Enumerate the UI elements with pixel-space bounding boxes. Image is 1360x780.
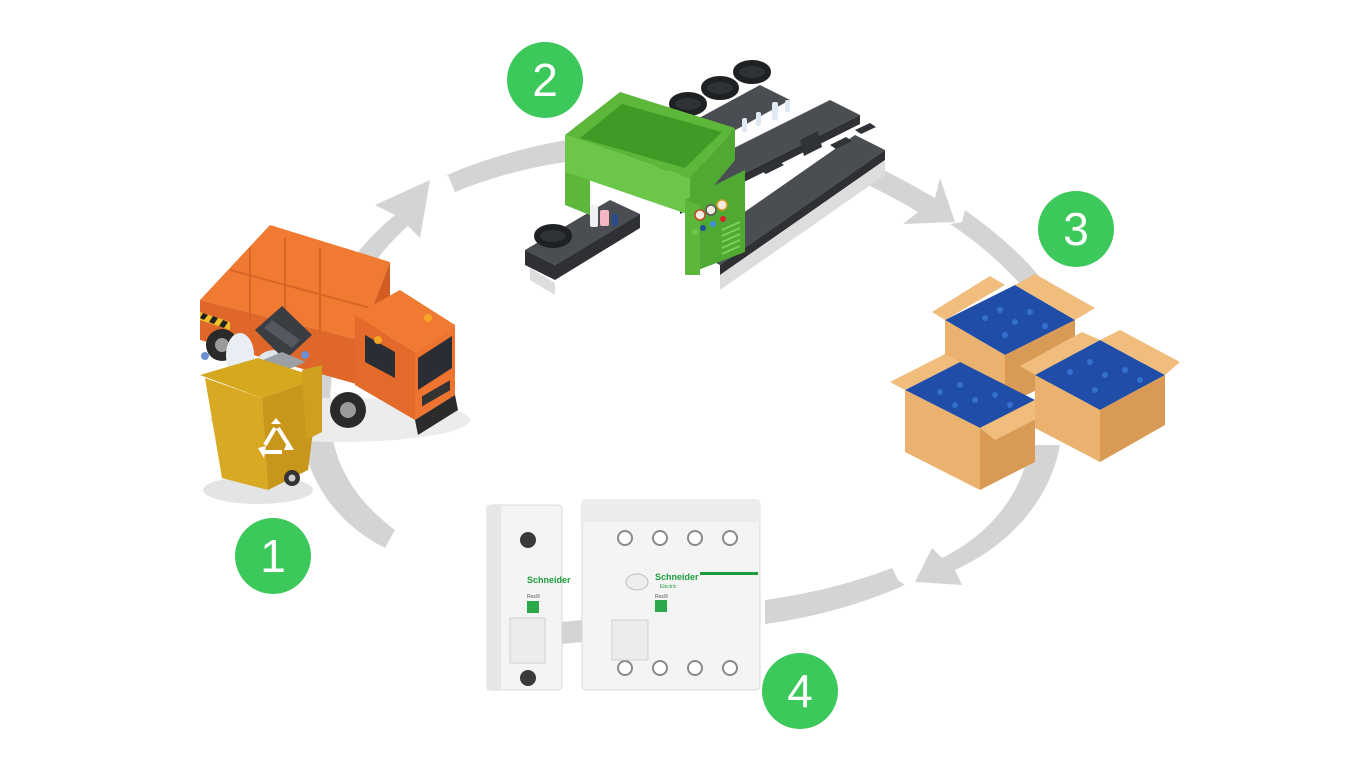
recycle-symbol-icon xyxy=(258,418,294,458)
pellet-boxes-icon xyxy=(890,274,1180,490)
step-badge-1: 1 xyxy=(235,518,311,594)
range-label-small: Resi9 xyxy=(527,594,540,600)
step-number-1: 1 xyxy=(260,530,286,582)
arrow-3-to-4-lower xyxy=(765,568,905,624)
arrow-1-to-2 xyxy=(300,180,430,548)
step-number-3: 3 xyxy=(1063,203,1089,255)
step-badge-2: 2 xyxy=(507,42,583,118)
single-pole-breaker-icon: Schneider Resi9 xyxy=(486,504,571,691)
arrow-2-to-3-lower xyxy=(950,210,1050,290)
brand-sub-label: Electric xyxy=(660,584,677,590)
recycle-bin-icon xyxy=(200,306,322,504)
range-label-large: Resi9 xyxy=(655,594,668,600)
arrow-3-to-4 xyxy=(915,445,1060,585)
brand-label-small: Schneider xyxy=(527,575,571,585)
step-3-illustration xyxy=(890,274,1180,490)
step-4-illustration: Schneider Resi9 Schneider Electric Resi9 xyxy=(486,499,761,691)
brand-label-large: Schneider xyxy=(655,572,699,582)
step-1-illustration xyxy=(200,225,470,504)
step-number-2: 2 xyxy=(532,54,558,106)
four-pole-rcd-icon: Schneider Electric Resi9 xyxy=(581,499,761,691)
arrow-2-to-3 xyxy=(870,168,955,224)
step-number-4: 4 xyxy=(787,665,813,717)
sorting-machine-icon xyxy=(565,92,745,275)
step-2-illustration xyxy=(525,60,885,295)
cycle-arrows xyxy=(300,138,1060,644)
step-badge-4: 4 xyxy=(762,653,838,729)
arrow-4-band xyxy=(562,620,582,644)
step-badge-3: 3 xyxy=(1038,191,1114,267)
arrow-1-to-2-upper xyxy=(440,138,580,192)
